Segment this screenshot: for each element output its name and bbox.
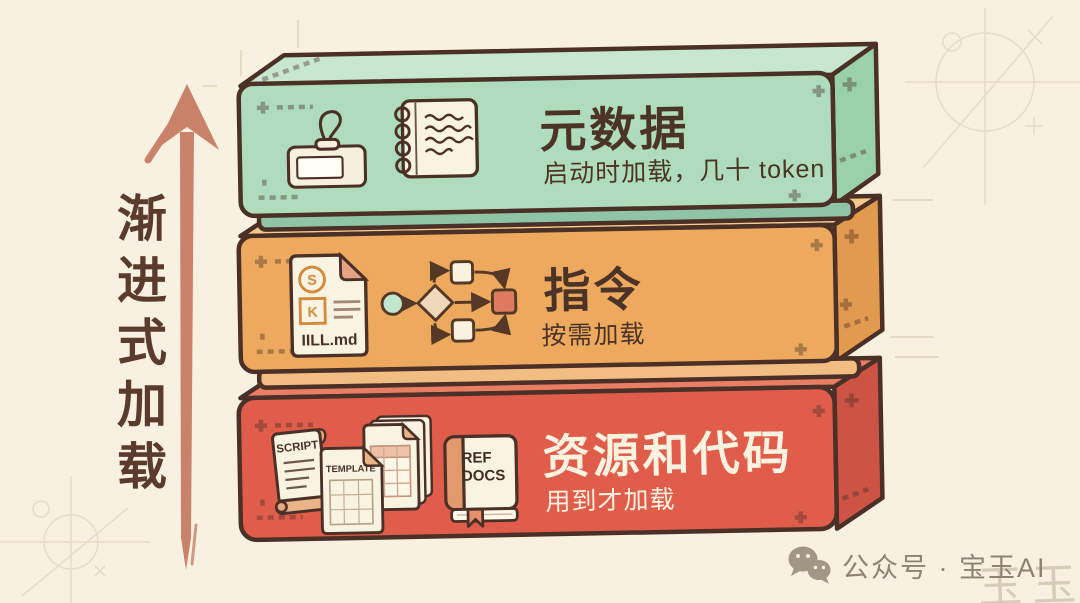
block-instructions-subtitle: 按需加载 <box>541 320 646 351</box>
block-metadata-shell <box>236 41 881 232</box>
flow-result-node <box>490 288 518 315</box>
ref-docs-book-icon: REF DOCS <box>439 431 523 529</box>
blueprint-sketch-top-right <box>905 8 1080 205</box>
flow-start-node <box>380 291 405 316</box>
arrow-shaft <box>180 132 194 570</box>
block-front-face <box>236 222 839 375</box>
circle-badge: S <box>307 273 317 289</box>
arrow-tail-wisp <box>190 523 198 566</box>
guide-line <box>240 50 242 76</box>
template-doc-icon: TEMPLATE <box>319 444 385 536</box>
square-badge: K <box>307 305 318 321</box>
flow-option-node <box>449 260 475 285</box>
block-front-face <box>236 70 837 219</box>
guide-line <box>890 336 934 338</box>
guide-line <box>895 356 939 358</box>
guide-line <box>297 20 299 48</box>
block-resources-title: 资源和代码 <box>542 425 794 484</box>
template-label: TEMPLATE <box>326 462 376 474</box>
block-resources-subtitle: 用到才加载 <box>545 485 676 517</box>
arrow-head <box>155 84 219 150</box>
id-badge-icon <box>286 110 368 189</box>
registration-marks <box>256 56 867 202</box>
upward-arrow <box>144 84 219 570</box>
flowchart-icon <box>380 260 518 346</box>
watermark-label: 公众号 · 宝玉AI <box>842 553 1047 583</box>
registration-marks <box>254 393 870 524</box>
block-metadata: 元数据 启动时加载，几十 token <box>226 27 920 250</box>
script-scroll-icon: SCRIPT <box>271 428 331 516</box>
watermark: 玉玉 公众号 · 宝玉AI <box>786 540 1080 603</box>
block-metadata-title: 元数据 <box>538 101 690 158</box>
ref-docs-label: REF DOCS <box>461 449 506 485</box>
guide-line <box>893 199 933 201</box>
block-resources: SCRIPT TEMPLATE <box>226 347 920 560</box>
guide-line <box>203 85 217 87</box>
flow-decision-node <box>416 284 455 322</box>
script-label: SCRIPT <box>276 439 319 455</box>
skill-file-icon: S K IILL.md <box>289 251 370 358</box>
flow-option-node <box>450 318 476 343</box>
wechat-icon <box>788 546 831 584</box>
arrow-barb-stroke <box>144 118 177 164</box>
spiral-notebook-icon <box>394 98 480 179</box>
vertical-title: 渐进式加载 <box>110 192 166 502</box>
file-name: IILL.md <box>301 332 357 350</box>
block-metadata-subtitle: 启动时加载，几十 token <box>542 154 826 189</box>
blueprint-sketch-bottom-left <box>0 476 150 603</box>
block-instructions-title: 指令 <box>543 262 645 318</box>
